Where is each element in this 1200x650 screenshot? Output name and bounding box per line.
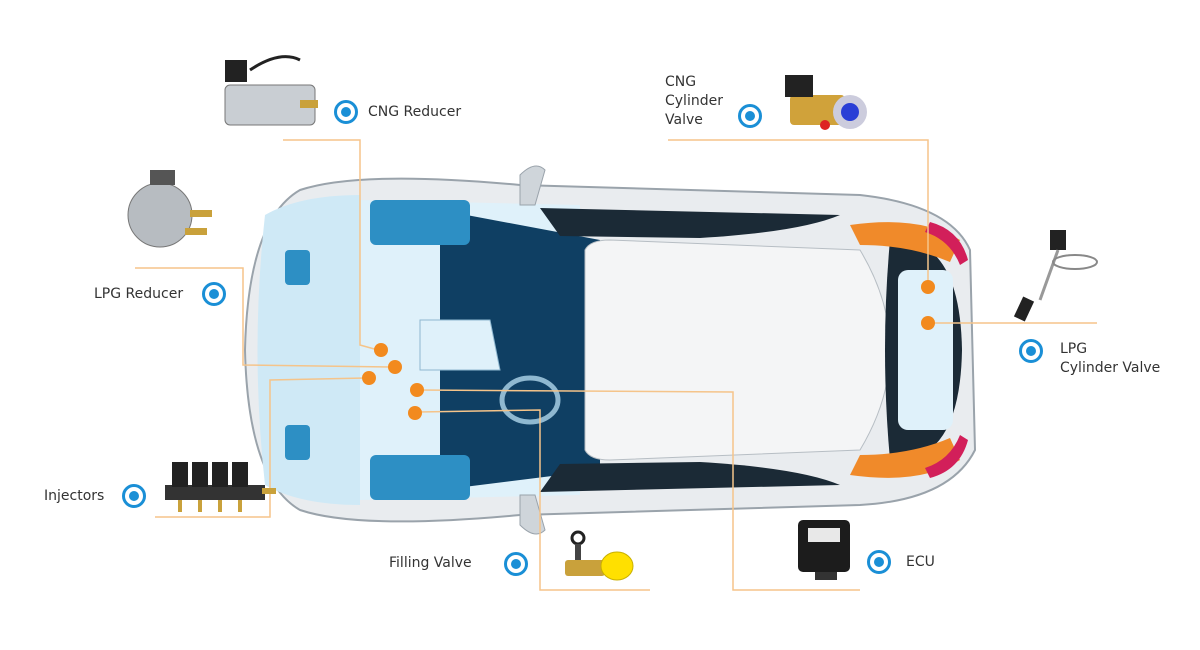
- lpg-cylinder-valve-label: LPG Cylinder Valve: [1060, 341, 1161, 376]
- leader-lines: [135, 139, 1097, 591]
- injectors-marker[interactable]: [122, 484, 146, 508]
- filling-valve-image: [565, 530, 634, 581]
- cng-cylinder-valve-image: [785, 75, 867, 130]
- lpg-cylinder-valve-marker[interactable]: [1019, 339, 1043, 363]
- car-top-view: [243, 165, 977, 535]
- lpg-reducer-label: LPG Reducer: [94, 286, 184, 302]
- ecu-marker[interactable]: [867, 550, 891, 574]
- lpg-cylinder-valve-image: [1013, 230, 1098, 322]
- injectors-image: [165, 462, 276, 512]
- lpg-reducer-marker[interactable]: [202, 282, 226, 306]
- ecu-label: ECU: [906, 554, 935, 570]
- cng-reducer-image: [224, 55, 318, 126]
- cng-cylinder-valve-label: CNG Cylinder Valve: [665, 74, 723, 128]
- filling-valve-label: Filling Valve: [389, 555, 472, 571]
- ecu-image: [798, 520, 850, 580]
- cng-reducer-marker[interactable]: [334, 100, 358, 124]
- injectors-label: Injectors: [44, 488, 105, 504]
- component-dots: [362, 280, 935, 420]
- filling-valve-marker[interactable]: [504, 552, 528, 576]
- lpg-reducer-image: [127, 170, 212, 248]
- cng-reducer-label: CNG Reducer: [368, 104, 462, 120]
- cng-cylinder-valve-marker[interactable]: [738, 104, 762, 128]
